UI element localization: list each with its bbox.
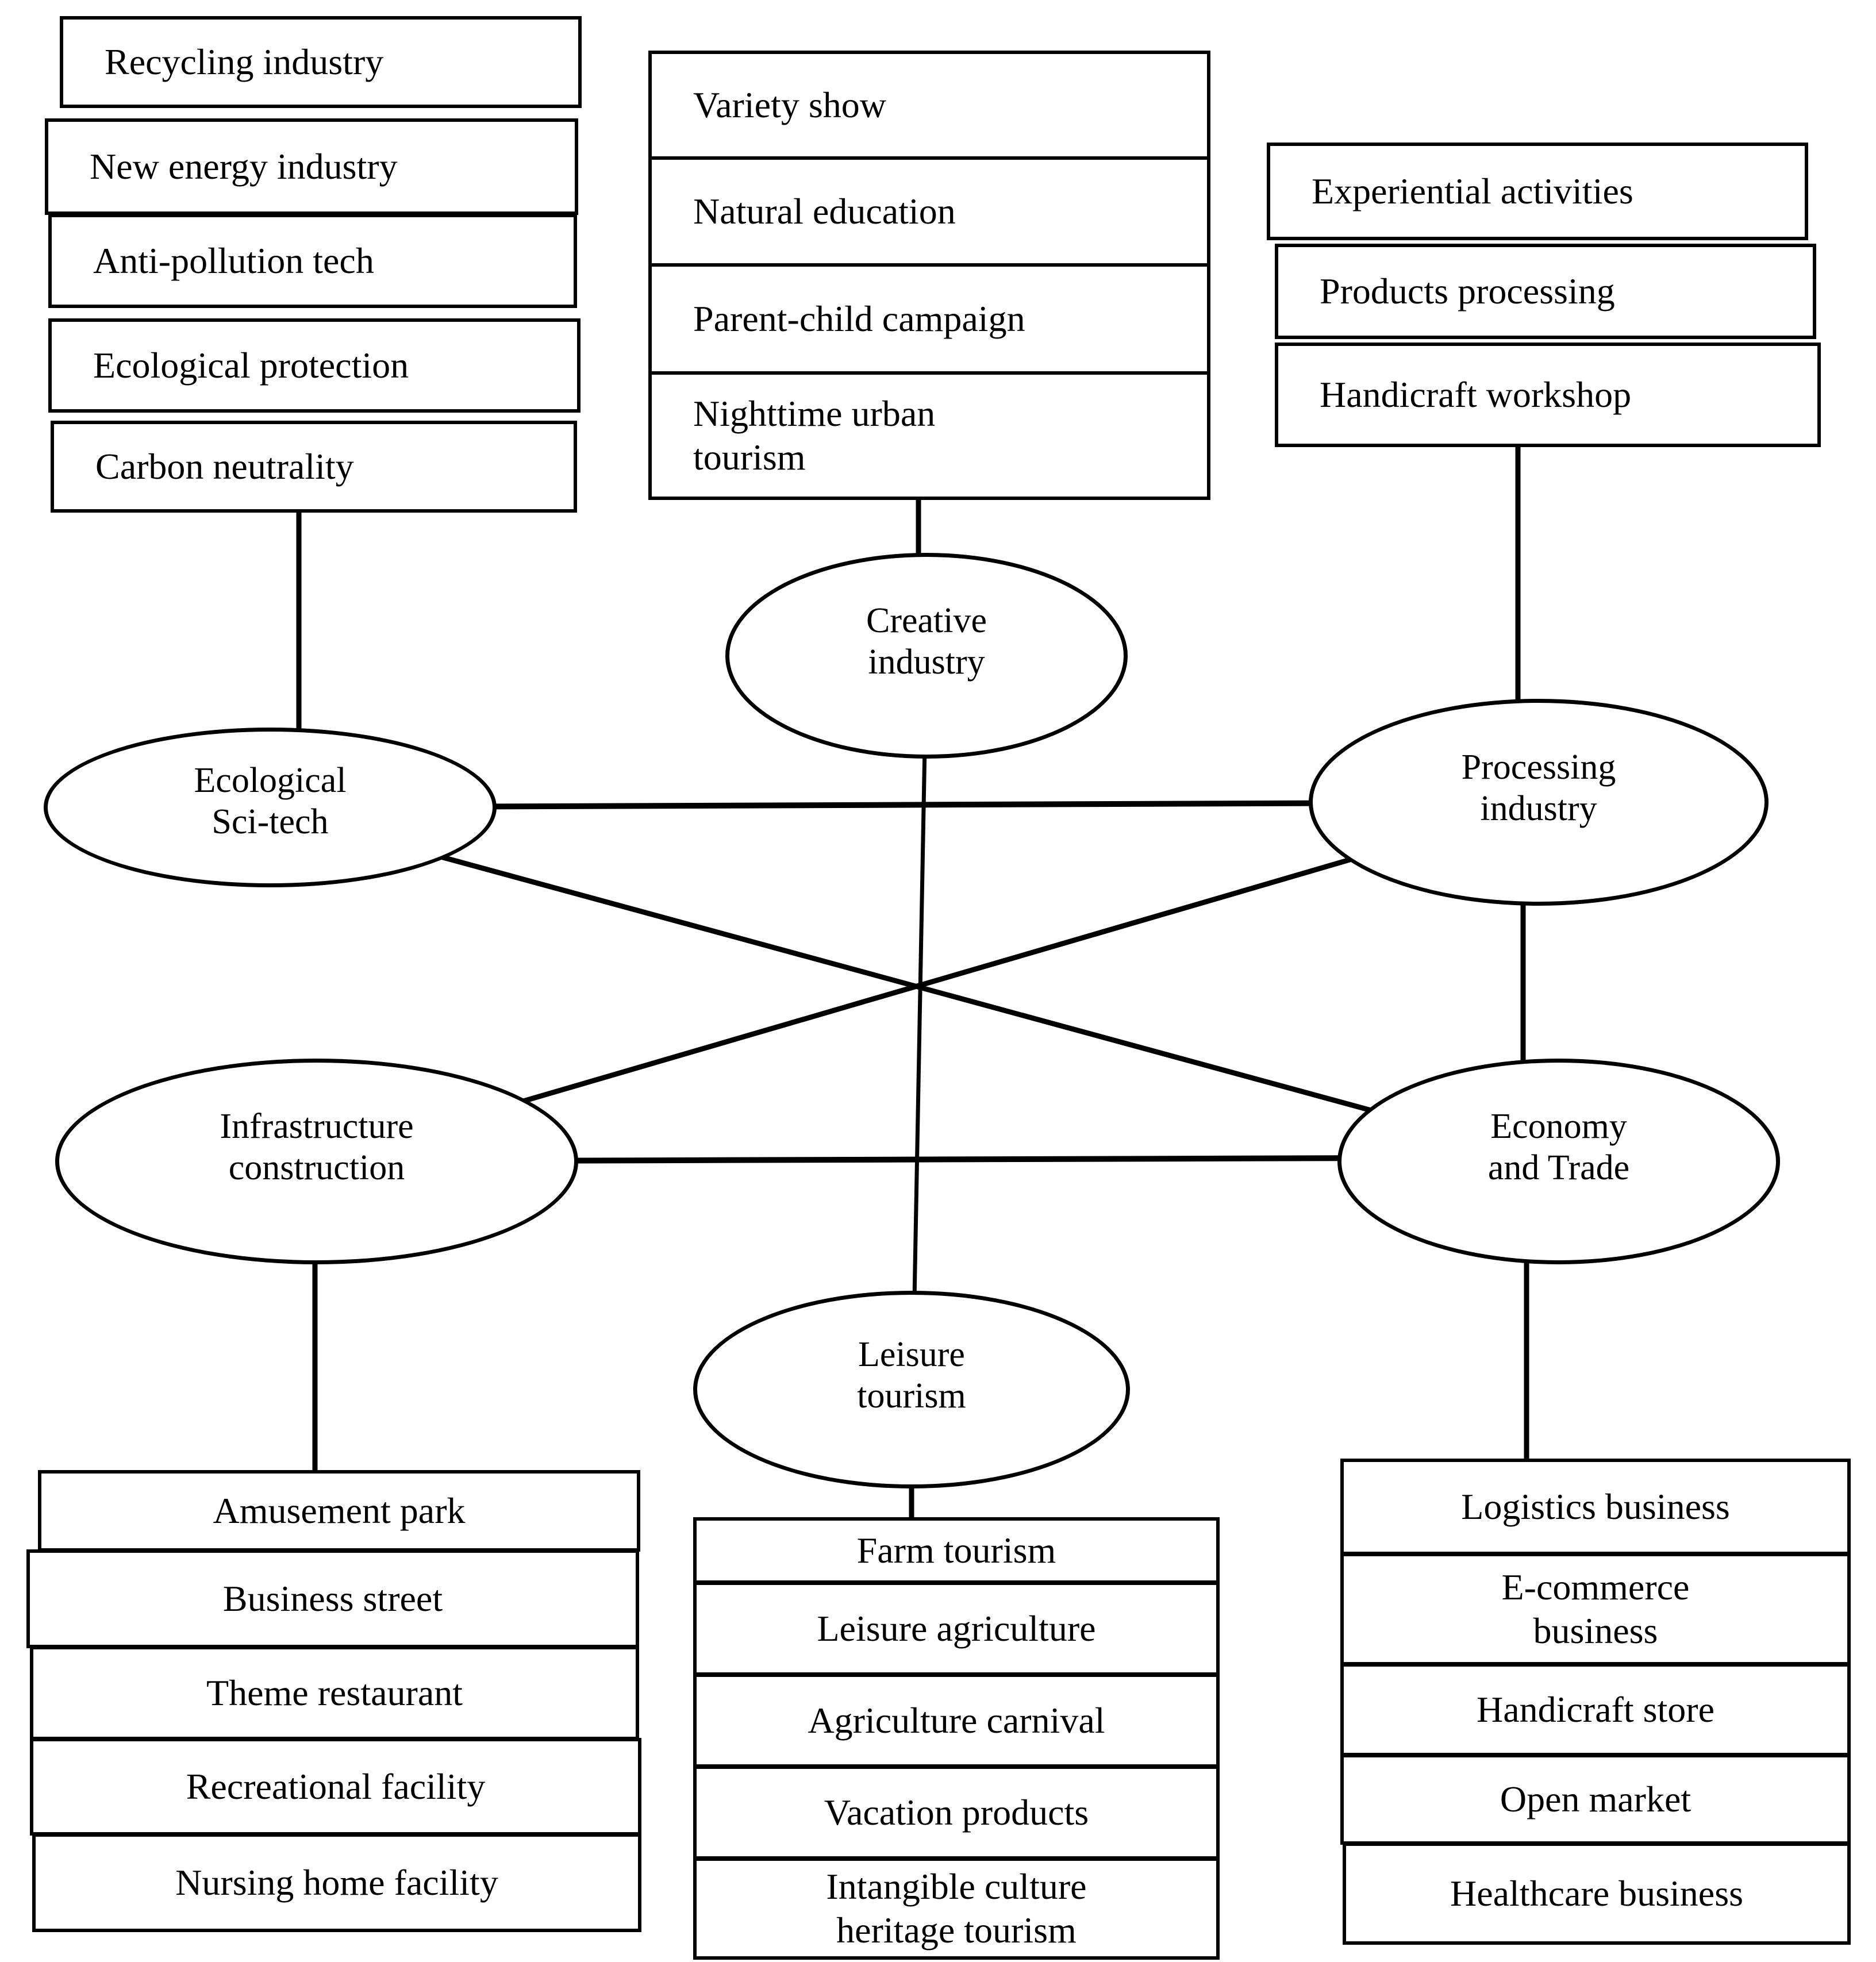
box-label: Ecological protection (93, 345, 409, 386)
node-economy-and-trade: Economy and Trade (1337, 1059, 1780, 1264)
box-label: Logistics business (1461, 1486, 1730, 1528)
box-logistics-business: Logistics business (1340, 1459, 1851, 1555)
box-nighttime-urban-tourism: Nighttime urban tourism (648, 371, 1210, 500)
node-label: Leisure tourism (857, 1335, 966, 1415)
box-anti-pollution-tech: Anti-pollution tech (48, 214, 577, 308)
box-label: Leisure agriculture (817, 1608, 1096, 1649)
box-label: Healthcare business (1450, 1873, 1744, 1914)
box-label: Handicraft store (1476, 1689, 1715, 1730)
box-business-street: Business street (26, 1549, 639, 1648)
box-label: Farm tourism (856, 1530, 1056, 1571)
box-amusement-park: Amusement park (38, 1470, 640, 1552)
box-label: Nighttime urban tourism (693, 393, 936, 478)
box-label: Theme restaurant (206, 1672, 463, 1714)
box-nursing-home-facility: Nursing home facility (32, 1833, 641, 1932)
box-label: Carbon neutrality (95, 446, 354, 487)
box-label: Recycling industry (105, 41, 384, 83)
node-label: Economy and Trade (1487, 1107, 1630, 1187)
node-processing-industry: Processing industry (1309, 699, 1769, 906)
node-creative-industry: Creative industry (725, 553, 1128, 759)
box-natural-education: Natural education (648, 156, 1210, 267)
box-recycling-industry: Recycling industry (60, 16, 582, 108)
box-label: New energy industry (90, 146, 398, 187)
box-vacation-products: Vacation products (693, 1765, 1220, 1860)
box-ecological-protection: Ecological protection (48, 318, 581, 413)
box-e-commerce-business: E-commerce business (1340, 1553, 1851, 1665)
box-label: Nursing home facility (175, 1862, 498, 1903)
node-infrastructure-construction: Infrastructure construction (55, 1059, 578, 1264)
box-variety-show: Variety show (648, 51, 1210, 160)
edge-creative-leisure (910, 655, 929, 1391)
node-label: Processing industry (1461, 748, 1616, 828)
box-label: Products processing (1320, 271, 1615, 312)
box-label: Business street (222, 1578, 443, 1619)
box-label: Vacation products (824, 1792, 1089, 1833)
box-products-processing: Products processing (1275, 244, 1816, 339)
box-label: Parent-child campaign (693, 298, 1025, 340)
box-theme-restaurant: Theme restaurant (30, 1646, 639, 1740)
box-label: Amusement park (213, 1490, 466, 1532)
box-label: Handicraft workshop (1320, 374, 1632, 416)
box-open-market: Open market (1340, 1754, 1851, 1845)
box-intangible-culture-heritage-tourism: Intangible culture heritage tourism (693, 1857, 1220, 1960)
box-label: Variety show (693, 84, 886, 126)
box-agriculture-carnival: Agriculture carnival (693, 1674, 1220, 1768)
box-experiential-activities: Experiential activities (1267, 143, 1808, 240)
box-label: E-commerce business (1501, 1567, 1690, 1651)
box-leisure-agriculture: Leisure agriculture (693, 1582, 1220, 1676)
box-handicraft-store: Handicraft store (1340, 1663, 1851, 1756)
box-label: Open market (1500, 1779, 1692, 1820)
box-healthcare-business: Healthcare business (1343, 1842, 1851, 1945)
box-label: Experiential activities (1312, 171, 1633, 212)
box-recreational-facility: Recreational facility (30, 1738, 641, 1836)
box-farm-tourism: Farm tourism (693, 1517, 1220, 1584)
box-carbon-neutrality: Carbon neutrality (51, 421, 577, 513)
node-ecological-sci-tech: Ecological Sci-tech (44, 728, 497, 887)
box-parent-child-campaign: Parent-child campaign (648, 263, 1210, 375)
box-label: Intangible culture heritage tourism (826, 1866, 1087, 1951)
box-handicraft-workshop: Handicraft workshop (1275, 343, 1821, 447)
node-label: Creative industry (866, 601, 987, 682)
box-new-energy-industry: New energy industry (45, 118, 578, 215)
node-label: Infrastructure construction (220, 1107, 414, 1187)
node-label: Ecological Sci-tech (194, 761, 347, 841)
node-leisure-tourism: Leisure tourism (693, 1291, 1130, 1488)
box-label: Natural education (693, 191, 956, 232)
box-label: Recreational facility (186, 1766, 486, 1807)
box-label: Anti-pollution tech (93, 240, 374, 282)
box-label: Agriculture carnival (808, 1700, 1105, 1741)
